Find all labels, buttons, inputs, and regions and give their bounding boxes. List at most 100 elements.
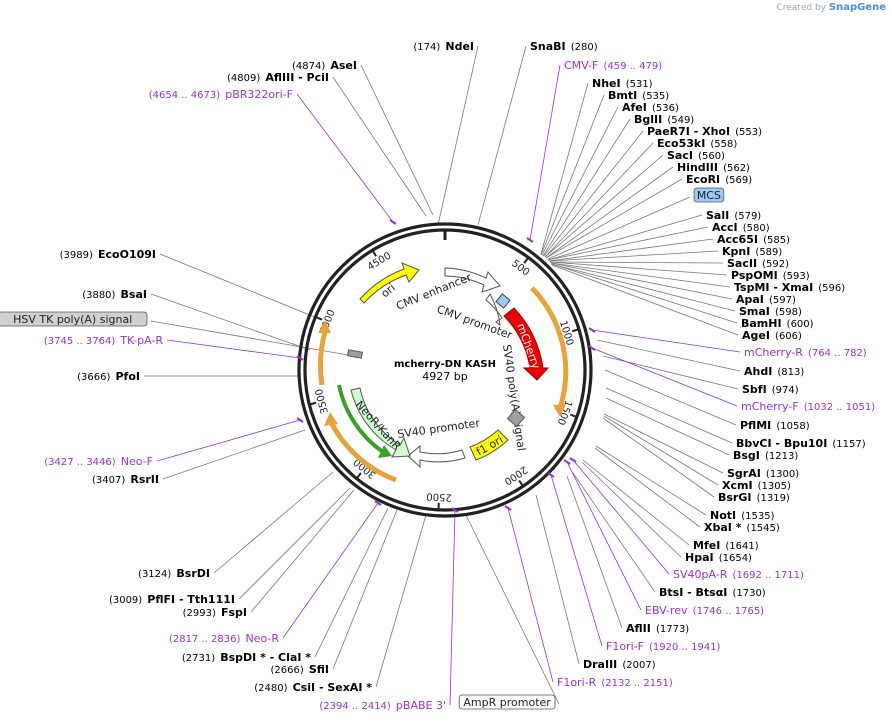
backbone-outer-ring [297, 222, 593, 518]
label-position: (1746 .. 1765) [693, 606, 765, 617]
leader-line [605, 387, 733, 444]
neokanr-feature-arrow [350, 387, 411, 458]
restriction-site-label: BamHI (600) [741, 312, 814, 331]
label-position: (560) [698, 151, 725, 162]
tick-mark [518, 479, 524, 487]
label-name: pBABE 3' [396, 699, 446, 712]
restriction-site-label: SacI (560) [667, 144, 725, 163]
leader-line [547, 226, 709, 261]
label-position: (3009) [109, 595, 142, 606]
tick-label: 3500 [314, 387, 331, 414]
plasmid-name: mcherry-DN KASH [394, 359, 496, 370]
leader-line [238, 487, 351, 600]
label-name: BsrGI [718, 491, 751, 504]
label-name: mCherry-R [744, 346, 803, 359]
leader-line [360, 64, 434, 216]
cmv-promoter-arrow [485, 293, 503, 327]
label-name: FspI [221, 606, 247, 619]
primer-site-mark [389, 219, 397, 225]
primer-label: CMV-F (459 .. 479) [564, 54, 662, 73]
primer-label: (3427 .. 3446) Neo-F [44, 450, 153, 469]
label-position: (1920 .. 1941) [649, 642, 721, 653]
restriction-site-label: (3407) RsrII [92, 468, 159, 487]
leader-line [477, 45, 527, 226]
label-name: NdeI [445, 40, 474, 53]
label-position: (3880) [82, 290, 115, 301]
label-position: (1058) [776, 421, 809, 432]
tick-mark [355, 472, 362, 480]
restriction-site-label: SbfI (974) [742, 378, 799, 397]
label-name: AflIII - PciI [265, 71, 329, 84]
label-name: AccI [712, 221, 738, 234]
label-name: PflFI - Tth111I [147, 593, 235, 606]
label-name: SfiI [309, 663, 329, 676]
leader-line [603, 415, 719, 486]
restriction-site-label: (2993) FspI [183, 601, 247, 620]
label-position: (1730) [732, 588, 765, 599]
hsv-tk-polya-feature-box [347, 349, 363, 359]
primer-label: (2817 .. 2836) Neo-R [169, 627, 279, 646]
label-position: (1692 .. 1711) [732, 570, 804, 581]
label-position: (597) [769, 295, 796, 306]
orange-arc-lower-arrowhead [324, 412, 338, 426]
restriction-site-label: AfeI (536) [622, 96, 679, 115]
primer-label: F1ori-F (1920 .. 1941) [606, 635, 721, 654]
ori-feature-arrow [359, 262, 420, 304]
restriction-site-label: (2480) CsiI - SexAI * [254, 676, 372, 695]
primer-label: SV40pA-R (1692 .. 1711) [673, 563, 804, 582]
restriction-site-label: XbaI * (1545) [704, 516, 780, 535]
label-name: SbfI [742, 383, 767, 396]
restriction-site-label: BsrGI (1319) [718, 486, 790, 505]
label-name: SmaI [739, 305, 770, 318]
label-position: (2394 .. 2414) [319, 701, 391, 712]
primer-site-mark [374, 500, 382, 506]
label-name: KpnI [722, 245, 750, 258]
label-position: (1654) [719, 553, 752, 564]
label-position: (2731) [182, 653, 215, 664]
feature-arcs [317, 286, 569, 483]
label-name: pBR322ori-F [225, 88, 293, 101]
restriction-site-label: KpnI (589) [722, 240, 782, 259]
leader-line [464, 512, 560, 705]
label-position: (4809) [227, 73, 260, 84]
green-arc-neokanr [337, 384, 385, 454]
primer-label: mCherry-R (764 .. 782) [744, 341, 867, 360]
restriction-site-label: AhdI (813) [744, 360, 804, 379]
leader-line [282, 502, 379, 639]
leader-line [548, 238, 714, 262]
restriction-site-label: PspOMI (593) [731, 264, 810, 283]
label-name: AgeI [742, 329, 770, 342]
label-position: (813) [777, 367, 804, 378]
label-name: Neo-F [121, 455, 153, 468]
tick-mark [315, 316, 323, 321]
restriction-site-label: (2731) BspDI * - ClaI * [182, 646, 311, 665]
leader-line [529, 64, 561, 241]
label-position: (585) [763, 235, 790, 246]
leader-line [591, 347, 738, 407]
label-name: SacI [667, 149, 693, 162]
label-position: (3427 .. 3446) [44, 457, 116, 468]
leader-line [543, 130, 644, 257]
label-name: CsiI - SexAI * [293, 681, 373, 694]
label-name: TK-pA-R [119, 334, 163, 347]
label-position: (549) [667, 115, 694, 126]
label-position: (974) [772, 385, 799, 396]
label-position: (2817 .. 2836) [169, 634, 241, 645]
label-position: (579) [734, 211, 761, 222]
leader-line [375, 514, 427, 688]
leader-line [551, 263, 738, 324]
restriction-site-label: BbvCI - Bpu10I (1157) [736, 432, 866, 451]
leader-line [296, 93, 394, 223]
leader-line [572, 459, 670, 575]
label-position: (2666) [270, 665, 303, 676]
label-position: (598) [775, 307, 802, 318]
label-position: (280) [571, 42, 598, 53]
feature-label: HSV TK poly(A) signal [13, 313, 132, 326]
leader-line [542, 118, 631, 257]
restriction-site-label: AflII (1773) [626, 617, 689, 636]
restriction-site-label: MfeI (1641) [693, 534, 759, 553]
orange-arc-left-arrowhead [318, 320, 331, 333]
restriction-site-label: ApaI (597) [736, 288, 796, 307]
primer-site-mark [569, 457, 577, 463]
feature-label-box [0, 311, 148, 327]
